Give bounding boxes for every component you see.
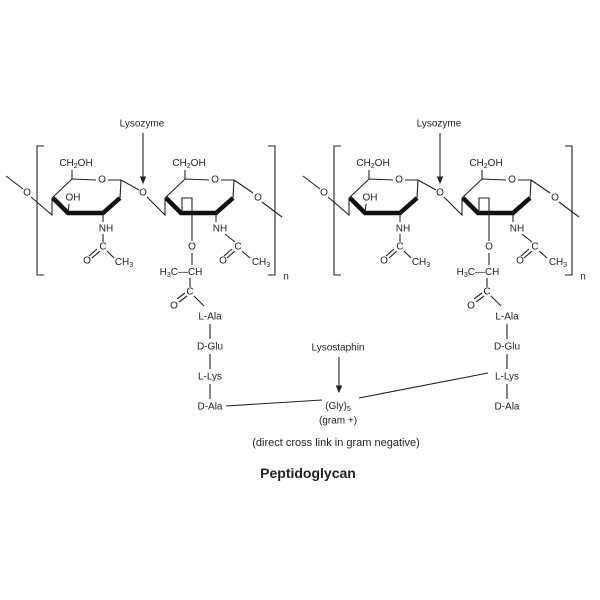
svg-text:C: C	[531, 242, 538, 253]
svg-text:OH: OH	[66, 193, 81, 204]
svg-text:C: C	[186, 287, 193, 298]
right-bracket	[565, 145, 573, 276]
sugar-ring-nag: CH2OH O OH NH C O CH3	[348, 158, 430, 269]
svg-text:NH: NH	[510, 224, 524, 235]
gly5-label: (Gly)5	[325, 401, 351, 413]
svg-text:L-Lys: L-Lys	[495, 372, 519, 383]
bond	[302, 175, 321, 190]
bond	[5, 175, 24, 190]
lysozyme-label: Lysozyme	[120, 119, 165, 130]
sugar-ring-nam: CH2OH O O NH C O CH3 O H3C—CH	[160, 158, 283, 312]
peptide-stem: L-Ala D-Glu L-Lys D-Ala	[494, 312, 520, 413]
svg-text:O: O	[188, 242, 196, 253]
gram-positive-label: (gram +)	[319, 416, 357, 427]
svg-text:C: C	[234, 242, 241, 253]
svg-text:O: O	[395, 175, 403, 186]
svg-text:OH: OH	[363, 193, 378, 204]
glycan-unit-right: Lysozyme n O CH2OH O OH NH	[302, 119, 586, 413]
glycosidic-oxygen: O	[436, 188, 444, 199]
left-bracket	[36, 145, 44, 276]
svg-text:O: O	[170, 301, 178, 312]
svg-text:H3C—CH: H3C—CH	[160, 267, 203, 279]
svg-text:NH: NH	[213, 224, 227, 235]
svg-text:D-Glu: D-Glu	[494, 342, 520, 353]
svg-text:CH3: CH3	[252, 257, 270, 269]
svg-text:O: O	[516, 256, 524, 267]
svg-text:CH3: CH3	[549, 257, 567, 269]
right-bracket	[268, 145, 276, 276]
repeat-n: n	[580, 272, 586, 283]
glycosidic-oxygen: O	[139, 188, 147, 199]
svg-text:O: O	[467, 301, 475, 312]
svg-text:CH3: CH3	[412, 257, 430, 269]
peptide-stem: L-Ala D-Glu L-Lys D-Ala	[197, 312, 223, 413]
svg-text:L-Lys: L-Lys	[198, 372, 222, 383]
svg-text:CH3: CH3	[115, 257, 133, 269]
svg-text:CH2OH: CH2OH	[172, 158, 205, 170]
crosslink-bond	[225, 399, 323, 407]
lysozyme-label: Lysozyme	[417, 119, 462, 130]
diagram-title: Peptidoglycan	[260, 465, 356, 481]
svg-text:O: O	[380, 256, 388, 267]
crosslink-bond	[358, 372, 489, 399]
svg-text:C: C	[483, 287, 490, 298]
svg-text:NH: NH	[99, 224, 113, 235]
glycosidic-oxygen: O	[320, 188, 328, 199]
caption: (direct cross link in gram negative)	[252, 437, 420, 449]
svg-text:L-Ala: L-Ala	[198, 312, 222, 323]
svg-text:C: C	[396, 242, 403, 253]
sugar-ring-nam: CH2OH O O NH C O CH3 O H3C—CH	[457, 158, 580, 312]
svg-text:CH2OH: CH2OH	[469, 158, 502, 170]
bond	[30, 196, 53, 217]
svg-text:H3C—CH: H3C—CH	[457, 267, 500, 279]
svg-text:O: O	[219, 256, 227, 267]
left-bracket	[333, 145, 341, 276]
svg-text:CH2OH: CH2OH	[59, 158, 92, 170]
svg-text:C: C	[99, 242, 106, 253]
svg-text:NH: NH	[396, 224, 410, 235]
sugar-ring-nag: CH2OH O OH NH C O CH3	[51, 158, 133, 269]
bond	[327, 196, 350, 217]
svg-text:O: O	[83, 256, 91, 267]
svg-text:O: O	[485, 242, 493, 253]
svg-text:D-Glu: D-Glu	[197, 342, 223, 353]
svg-text:CH2OH: CH2OH	[356, 158, 389, 170]
svg-text:O: O	[508, 175, 516, 186]
glycan-unit-left: Lysozyme n O CH2OH O OH NH	[5, 119, 289, 413]
svg-text:D-Ala: D-Ala	[494, 402, 519, 413]
svg-text:D-Ala: D-Ala	[197, 402, 222, 413]
lysostaphin-label: Lysostaphin	[312, 343, 365, 354]
svg-text:O: O	[98, 175, 106, 186]
svg-text:O: O	[211, 175, 219, 186]
svg-text:O: O	[551, 193, 559, 204]
svg-text:L-Ala: L-Ala	[495, 312, 519, 323]
svg-text:O: O	[254, 193, 262, 204]
repeat-n: n	[283, 272, 289, 283]
glycosidic-oxygen: O	[23, 188, 31, 199]
